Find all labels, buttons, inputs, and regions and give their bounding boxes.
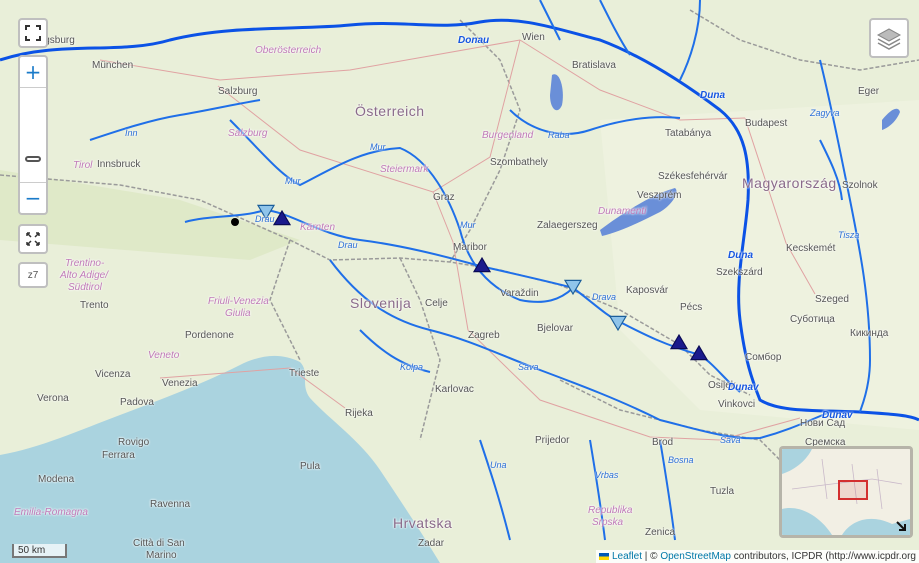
pannonian-plain <box>600 100 919 430</box>
minimap-view-rect[interactable] <box>838 480 868 500</box>
zoom-in-button[interactable]: + <box>20 57 46 88</box>
alps-region <box>0 170 300 260</box>
adriatic-sea <box>0 355 440 563</box>
osm-link[interactable]: OpenStreetMap <box>660 551 731 562</box>
station-point[interactable] <box>231 218 239 226</box>
minimap-canvas[interactable] <box>782 449 910 535</box>
lake-neusiedl <box>550 74 563 111</box>
minimap-toggle-button[interactable] <box>894 519 908 533</box>
attribution-bar: Leaflet | © OpenStreetMap contributors, … <box>596 550 919 563</box>
attribution-text: contributors, ICPDR (http://www.icpdr.or… <box>730 551 916 562</box>
fullscreen-button[interactable] <box>18 18 48 48</box>
layers-icon <box>876 28 902 50</box>
lake-balaton <box>600 188 677 236</box>
station-marker-st1[interactable] <box>256 204 276 221</box>
station-marker-layer <box>256 204 709 361</box>
ukraine-flag-icon <box>599 552 610 560</box>
zoom-slider-handle[interactable] <box>25 156 41 162</box>
zoom-level-label: z7 <box>27 269 39 281</box>
minimap[interactable] <box>779 446 913 538</box>
rivers <box>0 0 919 541</box>
reset-view-button[interactable] <box>18 224 48 254</box>
scale-label: 50 km <box>18 545 46 556</box>
minus-icon: − <box>24 186 42 210</box>
layers-button[interactable] <box>869 18 909 58</box>
leaflet-link[interactable]: Leaflet <box>611 551 642 562</box>
station-marker-st6[interactable] <box>669 333 689 350</box>
fullscreen-icon <box>25 25 41 41</box>
minimap-toggle-icon <box>896 521 906 531</box>
zoom-slider-track[interactable] <box>20 88 46 183</box>
plus-icon: + <box>24 60 42 84</box>
station-marker-st3[interactable] <box>472 256 492 273</box>
attribution-separator: | © <box>642 551 661 562</box>
station-marker-st2[interactable] <box>272 209 292 226</box>
zoom-level-indicator: z7 <box>18 262 48 288</box>
country-borders <box>0 9 919 471</box>
roads <box>99 39 816 441</box>
station-marker-st7[interactable] <box>689 344 709 361</box>
reset-view-icon <box>26 232 40 246</box>
station-marker-st4[interactable] <box>563 279 583 296</box>
scale-bar: 50 km <box>12 544 67 558</box>
zoom-out-button[interactable]: − <box>20 182 46 213</box>
lake-tisza <box>882 108 900 130</box>
station-marker-st5[interactable] <box>608 315 628 332</box>
zoom-control: + − <box>18 55 48 215</box>
